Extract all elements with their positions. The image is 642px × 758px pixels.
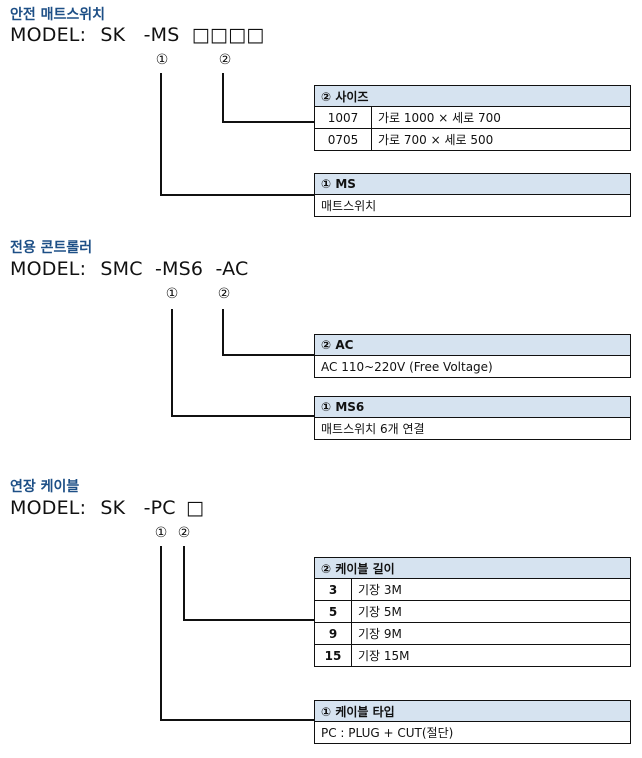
model-part-type: -MS [143, 24, 180, 46]
table-row: AC 110~220V (Free Voltage) [314, 355, 631, 378]
model-part-type: -PC [143, 497, 176, 519]
table-header: ② AC [314, 334, 631, 356]
marker-1: ① [154, 525, 168, 541]
connector-line [160, 546, 162, 720]
connector-line [160, 719, 314, 721]
table-cell-desc: AC 110~220V (Free Voltage) [314, 355, 631, 378]
cable-type-table: ① 케이블 타입 PC : PLUG + CUT(절단) [314, 700, 631, 744]
table-row: 0705 가로 700 × 세로 500 [314, 128, 631, 151]
model-part-type: -MS6 [155, 258, 204, 280]
table-cell-desc: 기장 3M [351, 578, 631, 601]
connector-line [171, 415, 314, 417]
table-cell-desc: PC : PLUG + CUT(절단) [314, 721, 631, 744]
connector-line [183, 619, 314, 621]
model-part-length-box: □ [186, 497, 205, 519]
model-prefix: MODEL: [10, 258, 87, 280]
connector-line [160, 194, 314, 196]
table-row: PC : PLUG + CUT(절단) [314, 721, 631, 744]
connector-line [222, 121, 314, 123]
table-cell-desc: 기장 5M [351, 600, 631, 623]
table-row: 1007 가로 1000 × 세로 700 [314, 106, 631, 129]
table-cell-code: 15 [314, 644, 352, 667]
table-row: 3 기장 3M [314, 578, 631, 601]
table-header: ② 사이즈 [314, 85, 631, 107]
marker-2: ② [218, 52, 232, 68]
table-cell-code: 9 [314, 622, 352, 645]
connector-line [222, 354, 314, 356]
size-table: ② 사이즈 1007 가로 1000 × 세로 700 0705 가로 700 … [314, 85, 631, 151]
table-cell-code: 3 [314, 578, 352, 601]
model-part-size-boxes: □□□□ [191, 24, 265, 46]
marker-1: ① [155, 52, 169, 68]
table-cell-code: 5 [314, 600, 352, 623]
model-prefix: MODEL: [10, 497, 87, 519]
table-cell-code: 0705 [314, 128, 372, 151]
power-table: ② AC AC 110~220V (Free Voltage) [314, 334, 631, 378]
connector-line [171, 309, 173, 416]
connection-table: ① MS6 매트스위치 6개 연결 [314, 396, 631, 440]
connector-line [160, 73, 162, 195]
table-header: ① MS [314, 173, 631, 195]
model-code-controller: MODEL: SMC -MS6 -AC [10, 258, 248, 280]
marker-2: ② [177, 525, 191, 541]
table-row: 9 기장 9M [314, 622, 631, 645]
marker-1: ① [165, 286, 179, 302]
table-header: ① MS6 [314, 396, 631, 418]
section-title-extension-cable: 연장 케이블 [10, 479, 80, 495]
model-part-series: SMC [100, 258, 143, 280]
table-cell-desc: 매트스위치 6개 연결 [314, 417, 631, 440]
cable-length-table: ② 케이블 길이 3 기장 3M 5 기장 5M 9 기장 9M 15 기장 1… [314, 557, 631, 667]
model-code-mat-switch: MODEL: SK -MS □□□□ [10, 24, 264, 46]
table-header: ② 케이블 길이 [314, 557, 631, 579]
table-row: 매트스위치 [314, 194, 631, 217]
connector-line [183, 546, 185, 620]
connector-line [222, 73, 224, 122]
section-title-controller: 전용 콘트롤러 [10, 240, 93, 256]
table-header: ① 케이블 타입 [314, 700, 631, 722]
table-cell-desc: 기장 15M [351, 644, 631, 667]
table-row: 15 기장 15M [314, 644, 631, 667]
connector-line [222, 309, 224, 355]
table-row: 매트스위치 6개 연결 [314, 417, 631, 440]
table-cell-code: 1007 [314, 106, 372, 129]
table-cell-desc: 가로 700 × 세로 500 [371, 128, 631, 151]
table-cell-desc: 매트스위치 [314, 194, 631, 217]
table-cell-desc: 가로 1000 × 세로 700 [371, 106, 631, 129]
model-part-series: SK [100, 497, 126, 519]
type-table: ① MS 매트스위치 [314, 173, 631, 217]
model-prefix: MODEL: [10, 24, 87, 46]
marker-2: ② [217, 286, 231, 302]
table-cell-desc: 기장 9M [351, 622, 631, 645]
section-title-mat-switch: 안전 매트스위치 [10, 7, 106, 23]
model-part-power: -AC [215, 258, 249, 280]
model-part-series: SK [100, 24, 126, 46]
table-row: 5 기장 5M [314, 600, 631, 623]
model-code-extension-cable: MODEL: SK -PC □ [10, 497, 204, 519]
